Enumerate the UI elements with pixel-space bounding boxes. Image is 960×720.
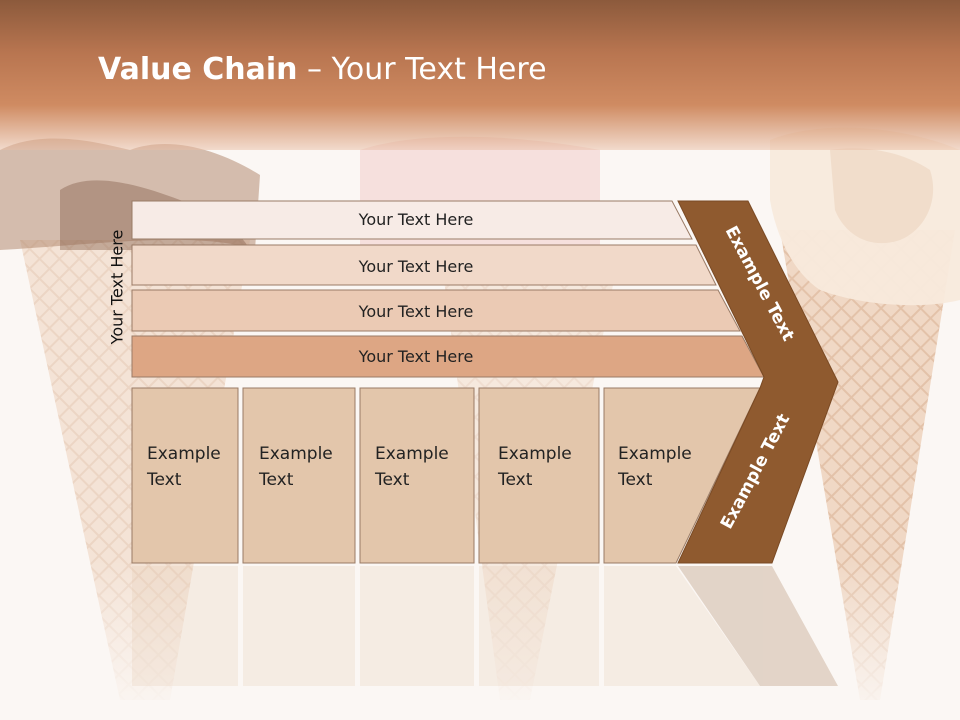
column-3-line2: Text — [374, 470, 410, 490]
column-2 — [242, 387, 356, 564]
column-4 — [478, 387, 600, 564]
bar-1-label: Your Text Here — [358, 210, 474, 229]
title-bold: Value Chain — [98, 52, 298, 87]
column-5 — [603, 387, 761, 564]
column-1-line2: Text — [146, 470, 182, 490]
header-band — [0, 0, 960, 150]
title-rest: – Your Text Here — [297, 52, 547, 87]
column-1 — [131, 387, 239, 564]
column-3-line1: Example — [375, 444, 449, 464]
bar-4-label: Your Text Here — [358, 347, 474, 366]
column-4-line2: Text — [497, 470, 533, 490]
chevron-arrow — [677, 200, 839, 564]
bar-2 — [131, 244, 717, 286]
slide-title: Value Chain – Your Text Here — [98, 52, 547, 87]
bar-3-label: Your Text Here — [358, 302, 474, 321]
bar-3 — [131, 289, 741, 332]
column-2-line2: Text — [258, 470, 294, 490]
bar-1 — [131, 200, 693, 240]
column-1-line1: Example — [147, 444, 221, 464]
column-2-line1: Example — [259, 444, 333, 464]
column-5-line2: Text — [617, 470, 653, 490]
column-3 — [359, 387, 475, 564]
bar-2-label: Your Text Here — [358, 257, 474, 276]
column-5-line1: Example — [618, 444, 692, 464]
column-4-line1: Example — [498, 444, 572, 464]
